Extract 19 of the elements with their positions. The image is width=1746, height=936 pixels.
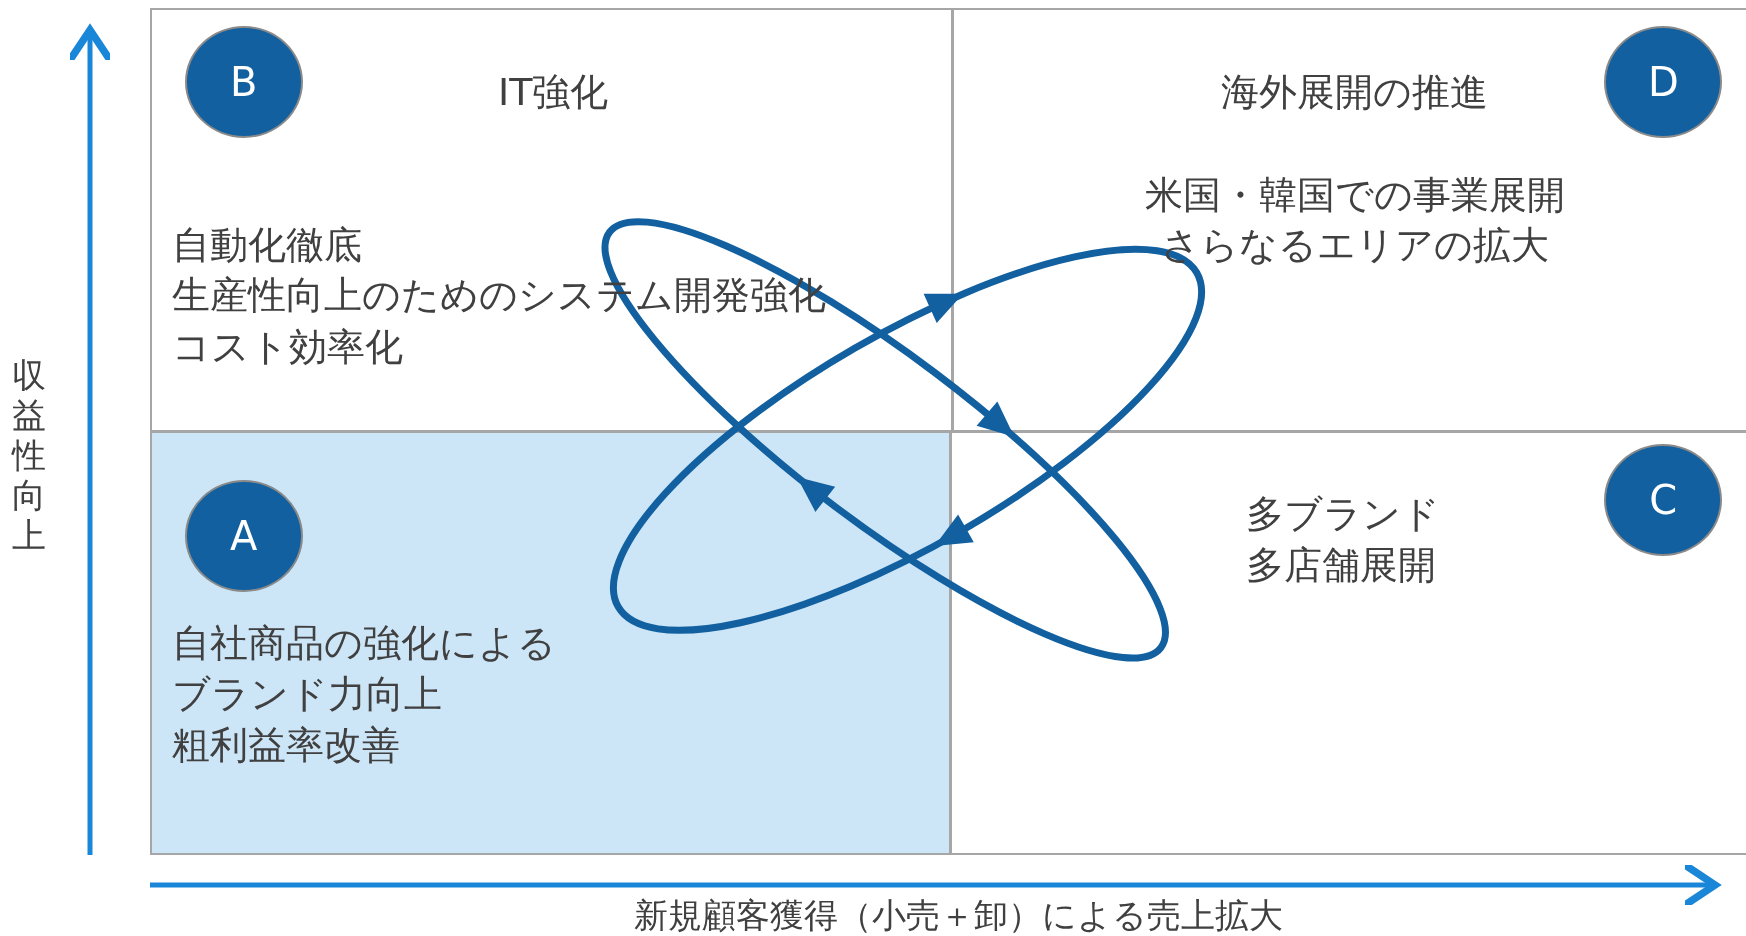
quadrant-text: 多店舗展開 bbox=[1245, 541, 1436, 589]
quadrant-panel bbox=[952, 7, 1746, 432]
quadrant-text: 自社商品の強化によるブランド力向上 bbox=[172, 619, 558, 718]
letter-badge: B bbox=[184, 26, 303, 139]
quadrant-title: IT強化 bbox=[497, 68, 609, 116]
quadrant-panel bbox=[150, 7, 954, 432]
axis-label: 新規顧客獲得（小売＋卸）による売上拡大 bbox=[633, 895, 1283, 935]
axis-label: 収益性向上 bbox=[12, 355, 47, 555]
quadrant-text: 粗利益率改善 bbox=[172, 722, 401, 770]
quadrant-panel bbox=[150, 430, 951, 856]
quadrant-text: 多ブランド bbox=[1245, 490, 1440, 538]
quadrant-title: 海外展開の推進 bbox=[1221, 68, 1489, 116]
quadrant-text: 米国・韓国での事業展開 bbox=[1144, 172, 1565, 220]
quadrant-text: 自動化徹底 bbox=[172, 222, 363, 270]
letter-badge: D bbox=[1604, 26, 1723, 139]
quadrant-panel bbox=[949, 430, 1746, 856]
quadrant-text: コスト効率化 bbox=[172, 323, 404, 371]
letter-badge: A bbox=[184, 480, 303, 593]
letter-badge: C bbox=[1604, 443, 1723, 556]
